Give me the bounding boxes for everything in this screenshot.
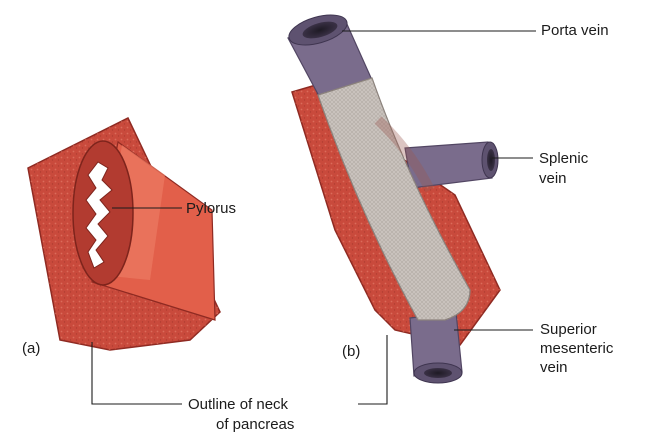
panel-label-b: (b)	[342, 343, 360, 361]
label-superior-mesenteric-2: mesenteric	[540, 340, 613, 358]
panel-a-drawing	[28, 118, 220, 350]
label-pylorus: Pylorus	[186, 200, 236, 218]
panel-b-drawing	[286, 9, 500, 383]
label-superior-mesenteric-3: vein	[540, 359, 568, 377]
label-splenic-vein-1: Splenic	[539, 150, 588, 168]
label-superior-mesenteric-1: Superior	[540, 321, 597, 339]
panel-label-a: (a)	[22, 340, 40, 358]
label-splenic-vein-2: vein	[539, 170, 567, 188]
label-outline-neck-2: of pancreas	[216, 416, 294, 434]
label-portal-vein: Porta vein	[541, 22, 609, 40]
label-outline-neck-1: Outline of neck	[188, 396, 288, 414]
